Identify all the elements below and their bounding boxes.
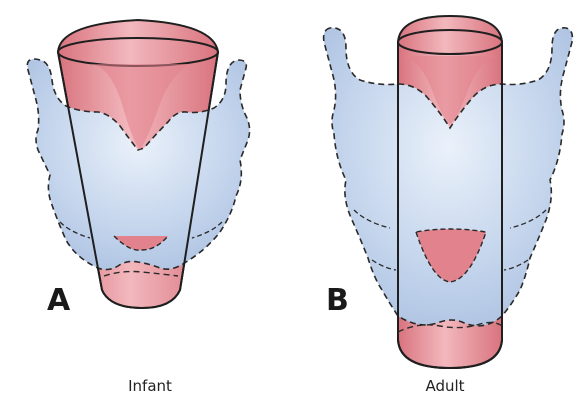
panel-label-b: B [326, 286, 349, 316]
panel-label-a: A [47, 286, 70, 316]
caption-infant: Infant [128, 379, 172, 394]
caption-adult: Adult [425, 379, 464, 394]
infant-larynx [27, 20, 249, 308]
adult-larynx [324, 16, 573, 368]
